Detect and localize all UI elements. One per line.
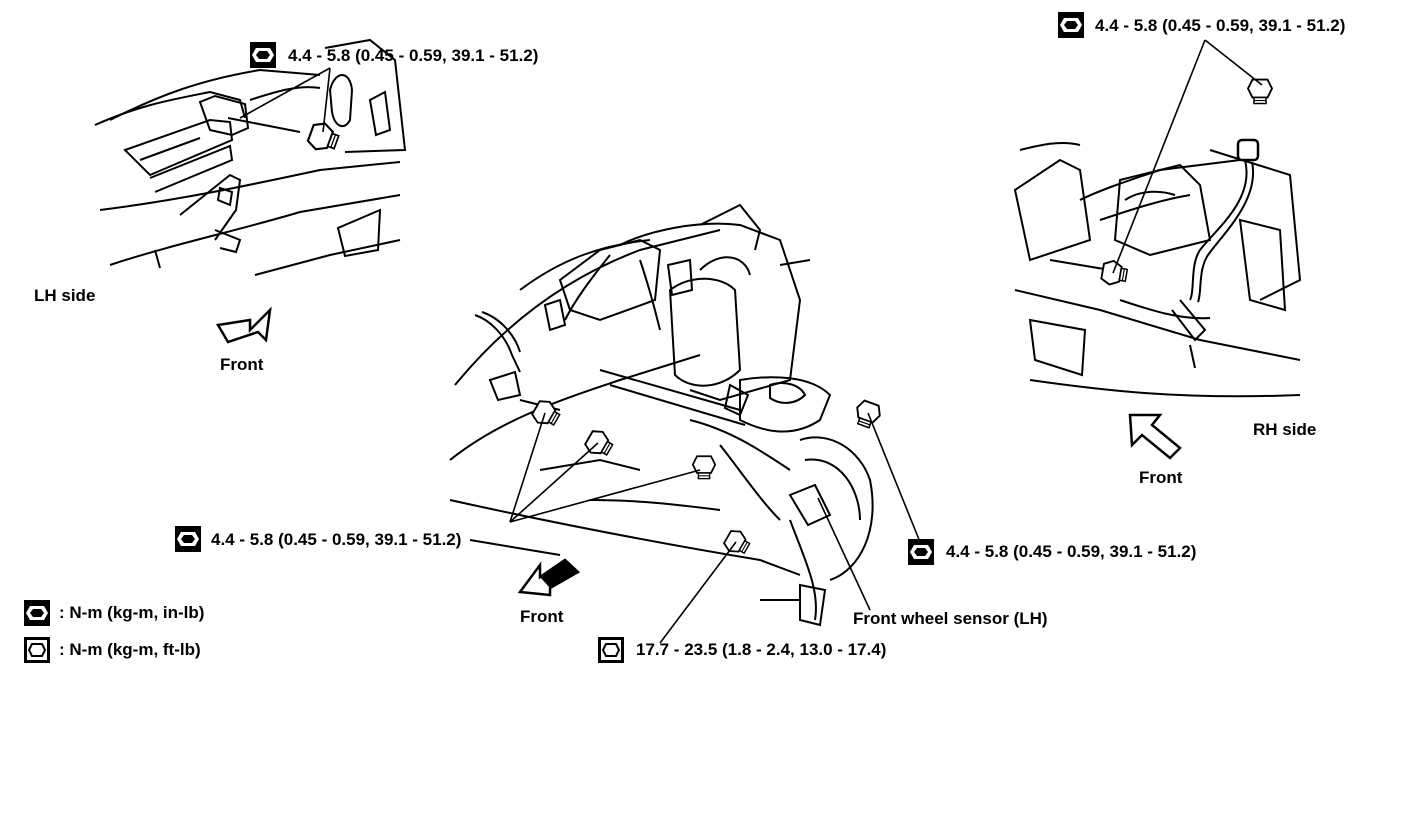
filled-torque-icon xyxy=(250,42,276,68)
lh-side-label: LH side xyxy=(34,286,96,305)
rh-side-drawing xyxy=(1013,141,1302,398)
legend-filled-text: : N-m (kg-m, in-lb) xyxy=(59,603,205,622)
lh-top-torque-label: 4.4 - 5.8 (0.45 - 0.59, 39.1 - 51.2) xyxy=(288,46,539,65)
legend-filled-torque-icon xyxy=(24,600,50,626)
front-arrow-center xyxy=(517,558,581,597)
leader-lines xyxy=(239,39,1263,644)
center-left-torque-label: 4.4 - 5.8 (0.45 - 0.59, 39.1 - 51.2) xyxy=(211,530,462,549)
legend-outline-text: : N-m (kg-m, ft-lb) xyxy=(59,640,201,659)
lh-side-drawing xyxy=(94,38,407,276)
front-arrow-rh xyxy=(1128,413,1182,460)
rh-side-label: RH side xyxy=(1253,420,1317,439)
front-label-rh: Front xyxy=(1139,468,1183,487)
legend-outline-torque-icon xyxy=(24,637,50,663)
center-right-torque-label: 4.4 - 5.8 (0.45 - 0.59, 39.1 - 51.2) xyxy=(946,542,1197,561)
outline-torque-icon xyxy=(598,637,624,663)
center-assembly-drawing xyxy=(449,203,874,627)
filled-torque-icon xyxy=(908,539,934,565)
rh-sensor-connector xyxy=(1236,138,1260,162)
front-wheel-sensor-label: Front wheel sensor (LH) xyxy=(853,609,1048,628)
filled-torque-icon xyxy=(175,526,201,552)
bottom-torque-label: 17.7 - 23.5 (1.8 - 2.4, 13.0 - 17.4) xyxy=(636,640,887,659)
rh-top-torque-label: 4.4 - 5.8 (0.45 - 0.59, 39.1 - 51.2) xyxy=(1095,16,1346,35)
front-label-center: Front xyxy=(520,607,564,626)
filled-torque-icon xyxy=(1058,12,1084,38)
front-label-lh: Front xyxy=(220,355,264,374)
front-arrow-lh xyxy=(215,306,272,344)
